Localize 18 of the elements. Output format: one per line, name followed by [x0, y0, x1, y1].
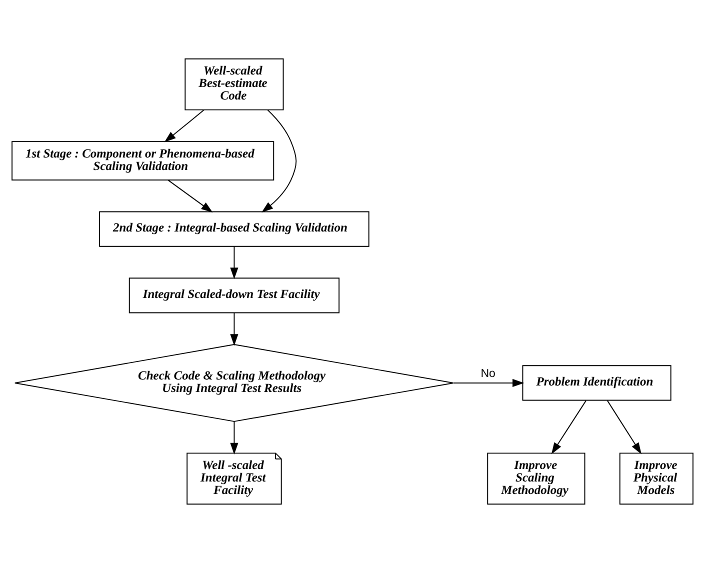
arrow	[606, 400, 642, 454]
edge-label: No	[480, 367, 496, 380]
node-box: 2nd Stage : Integral-based Scaling Validation	[99, 210, 370, 246]
arrow	[551, 400, 586, 454]
arrow	[230, 246, 238, 279]
arrow	[164, 108, 204, 142]
arrow	[230, 420, 238, 454]
node-diamond: Check Code & Scaling Methodology Using Integral Test Results	[14, 344, 454, 422]
arrow	[230, 312, 238, 346]
arrow	[453, 378, 524, 387]
node-box: Integral Scaled-down Test Facility	[128, 277, 340, 313]
node-box: Improve Scaling Methodology	[487, 452, 586, 504]
node-box: Improve Physical Models	[619, 452, 694, 504]
arrow	[262, 108, 297, 212]
node-box: Problem Identification	[522, 364, 672, 400]
node-box: 1st Stage : Component or Phenomena-based Scaling Validation	[12, 140, 274, 180]
arrow	[168, 179, 213, 212]
node-box: Well-scaled Best-estimate Code	[184, 58, 284, 110]
